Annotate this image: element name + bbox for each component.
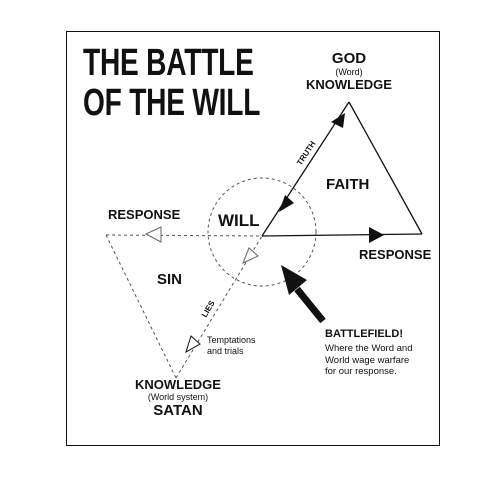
temptations-line-2: and trials [207, 345, 244, 356]
battlefield-note: BATTLEFIELD! Where the Word and World wa… [325, 328, 435, 378]
response-left-label: RESPONSE [108, 207, 181, 222]
lies-label: LIES [200, 299, 217, 319]
battlefield-line-3: for our response. [325, 366, 397, 377]
faith-label: FAITH [326, 176, 370, 193]
response-line-right [261, 233, 423, 237]
sin-label: SIN [157, 271, 183, 288]
battlefield-body: Where the Word and World wage warfare fo… [325, 343, 435, 378]
will-label: WILL [218, 211, 260, 230]
battlefield-heading: BATTLEFIELD! [325, 328, 404, 340]
satan-name: SATAN [153, 402, 203, 419]
will-circle [207, 177, 317, 287]
response-right-label: RESPONSE [359, 247, 432, 262]
battlefield-line-2: World wage warfare [325, 354, 410, 366]
temptations-arrow-icon [185, 335, 201, 354]
god-name: GOD [331, 50, 367, 67]
temptations-label: Temptations and trials [207, 335, 256, 356]
satan-knowledge: KNOWLEDGE [135, 377, 221, 392]
title-line-2: OF THE WILL [83, 82, 261, 124]
sin-line [105, 234, 177, 379]
diagram-frame [66, 31, 440, 446]
response-arrow-left-icon [144, 226, 162, 243]
temptations-line-1: Temptations [207, 335, 256, 345]
battlefield-arrow-icon [281, 265, 307, 295]
truth-label: TRUTH [295, 139, 317, 167]
lies-arrow-icon [242, 247, 259, 264]
response-line-left [105, 234, 263, 237]
battlefield-arrow-shaft [294, 286, 326, 324]
title-line-1: THE BATTLE [83, 42, 254, 84]
god-label: GOD (Word) KNOWLEDGE [306, 50, 392, 92]
battlefield-line-1: Where the Word and [325, 343, 413, 354]
truth-arrow-top-icon [331, 113, 345, 128]
truth-line [261, 101, 350, 237]
faith-line [348, 101, 423, 235]
satan-sub: (World system) [147, 392, 209, 402]
satan-label: KNOWLEDGE (World system) SATAN [135, 377, 221, 419]
response-arrow-right-icon [369, 227, 384, 243]
truth-arrow-mid-icon [279, 195, 294, 212]
god-knowledge: KNOWLEDGE [306, 77, 392, 92]
page-title: THE BATTLE OF THE WILL [83, 42, 261, 124]
god-sub: (Word) [335, 67, 363, 77]
